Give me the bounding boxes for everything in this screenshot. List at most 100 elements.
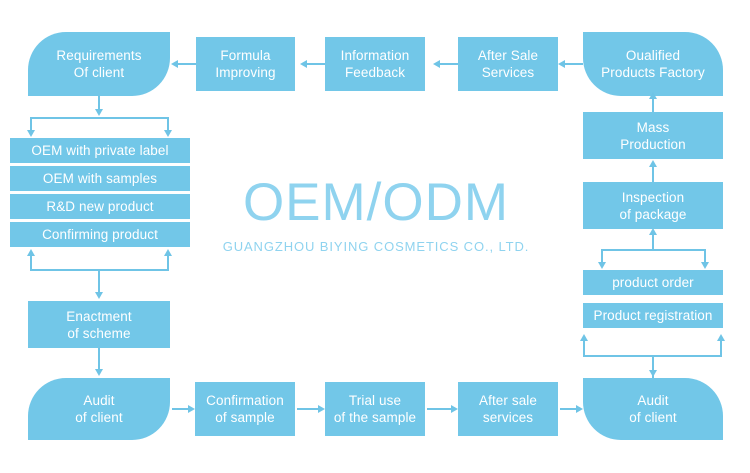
arrowhead-up xyxy=(649,92,657,99)
node-line-2: Services xyxy=(481,65,535,80)
node-line-1: After Sale xyxy=(477,48,539,63)
arrowhead-left xyxy=(300,59,307,68)
arrowhead-down xyxy=(649,370,657,377)
node-line-2: Improving xyxy=(215,65,276,80)
connector-mass-to-factory xyxy=(652,98,654,112)
arrowhead-up xyxy=(580,334,588,341)
arrowhead-up xyxy=(649,228,657,235)
node-line-1: Formula xyxy=(220,48,271,63)
node-requirements-of-client[interactable]: Requirements Of client xyxy=(28,32,170,96)
service-option-bar[interactable]: R&D new product xyxy=(10,194,190,219)
node-line-2: of client xyxy=(629,410,677,425)
arrowhead-down xyxy=(95,109,103,116)
node-trial-use-of-the-sample[interactable]: Trial use of the sample xyxy=(325,382,425,436)
node-qualified-products-factory[interactable]: Oualified Products Factory xyxy=(583,32,723,96)
node-line-2: Feedback xyxy=(344,65,406,80)
connector-inspection-split-right xyxy=(704,249,706,263)
node-confirmation-of-sample[interactable]: Confirmation of sample xyxy=(195,382,295,436)
node-line-2: of client xyxy=(75,410,123,425)
connector-split-bar-right-bottom xyxy=(583,355,722,357)
node-line-2: of scheme xyxy=(67,325,131,341)
node-enactment-of-scheme[interactable]: Enactment of scheme xyxy=(28,301,170,348)
service-option-bar[interactable]: OEM with samples xyxy=(10,166,190,191)
node-line-2: of the sample xyxy=(333,410,417,425)
connector-requirements-down xyxy=(98,96,100,110)
node-line-1: Enactment xyxy=(66,308,132,324)
arrowhead-up xyxy=(164,249,172,256)
node-line-1: Audit xyxy=(637,393,669,408)
node-line-1: Trial use xyxy=(348,393,402,408)
brand-subtitle: GUANGZHOU BIYING COSMETICS CO., LTD. xyxy=(222,239,530,254)
node-line-2: Production xyxy=(620,136,686,152)
arrowhead-right xyxy=(451,404,458,413)
connector-inspection-to-mass xyxy=(652,167,654,182)
arrowhead-down xyxy=(95,369,103,376)
connector-factory-to-aftersale xyxy=(565,63,583,65)
arrowhead-down xyxy=(164,130,172,137)
node-inspection-of-package[interactable]: Inspection of package xyxy=(583,182,723,229)
connector-aftersale-to-information xyxy=(440,63,458,65)
node-label: product order xyxy=(612,275,694,290)
connector-split-right-left-leg xyxy=(583,341,585,355)
arrowhead-right xyxy=(188,404,195,413)
node-label: Product registration xyxy=(593,308,713,323)
node-line-1: After sale xyxy=(478,393,538,408)
arrowhead-down xyxy=(95,292,103,299)
arrowhead-down xyxy=(701,262,709,269)
connector-audit-right-up xyxy=(652,355,654,378)
node-line-1: Mass xyxy=(636,119,670,135)
node-information-feedback[interactable]: Information Feedback xyxy=(325,37,425,91)
node-line-1: Confirmation xyxy=(206,393,284,408)
node-product-order[interactable]: product order xyxy=(583,270,723,295)
connector-split-bar-top xyxy=(30,117,169,119)
arrowhead-up xyxy=(717,334,725,341)
service-option-label: OEM with samples xyxy=(42,171,158,186)
connector-split-right-right-leg xyxy=(720,341,722,355)
node-audit-of-client-left[interactable]: Audit of client xyxy=(28,378,170,440)
arrowhead-down xyxy=(598,262,606,269)
node-after-sale-services-top[interactable]: After Sale Services xyxy=(458,37,558,91)
arrowhead-right xyxy=(318,404,325,413)
connector-split-right-top xyxy=(167,117,169,131)
node-line-1: Requirements xyxy=(56,48,142,63)
connector-enactment-to-audit xyxy=(98,348,100,370)
service-option-label: Confirming product xyxy=(42,227,158,242)
connector-trial-to-aftersale xyxy=(427,408,451,410)
connector-confirmation-to-trial xyxy=(297,408,318,410)
arrowhead-down xyxy=(27,130,35,137)
connector-merge-right-bottom xyxy=(167,256,169,270)
node-mass-production[interactable]: Mass Production xyxy=(583,112,723,159)
connector-to-inspection xyxy=(652,235,654,250)
arrowhead-right xyxy=(576,404,583,413)
connector-inspection-split-left xyxy=(601,249,603,263)
node-line-2: of sample xyxy=(215,410,275,425)
node-line-2: Of client xyxy=(73,65,125,80)
node-line-2: of package xyxy=(619,206,687,222)
brand-title: OEM/ODM xyxy=(242,173,510,232)
node-formula-improving[interactable]: Formula Improving xyxy=(196,37,295,91)
arrowhead-up xyxy=(649,160,657,167)
node-line-1: Oualified xyxy=(625,48,681,63)
node-product-registration[interactable]: Product registration xyxy=(583,303,723,328)
service-option-bar[interactable]: OEM with private label xyxy=(10,138,190,163)
brand-block: OEM/ODM GUANGZHOU BIYING COSMETICS CO., … xyxy=(196,175,556,255)
connector-split-left-top xyxy=(30,117,32,131)
service-option-label: R&D new product xyxy=(46,199,154,214)
node-line-1: Audit xyxy=(83,393,115,408)
connector-merge-left-bottom xyxy=(30,256,32,270)
connector-audit-to-confirmation xyxy=(172,408,188,410)
connector-formula-to-requirements xyxy=(178,63,196,65)
arrowhead-left xyxy=(558,59,565,68)
arrowhead-left xyxy=(171,59,178,68)
service-option-bar[interactable]: Confirming product xyxy=(10,222,190,247)
node-audit-of-client-right[interactable]: Audit of client xyxy=(583,378,723,440)
node-after-sale-services-bottom[interactable]: After sale services xyxy=(458,382,558,436)
arrowhead-up xyxy=(27,249,35,256)
node-line-2: services xyxy=(482,410,534,425)
arrowhead-left xyxy=(433,59,440,68)
node-line-1: Information xyxy=(340,48,410,63)
node-line-2: Products Factory xyxy=(601,65,705,80)
service-option-label: OEM with private label xyxy=(31,143,169,158)
connector-inspection-split-bar xyxy=(601,249,706,251)
